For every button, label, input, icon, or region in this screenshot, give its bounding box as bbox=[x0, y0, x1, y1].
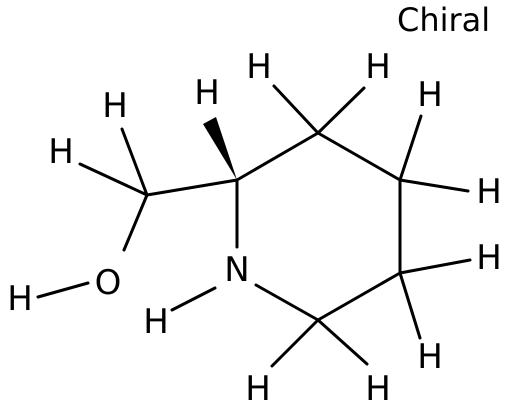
wedge-bond-c2-h bbox=[203, 117, 237, 180]
atom-h-c5-a: H bbox=[476, 238, 502, 278]
bond-c3-h-b bbox=[316, 86, 366, 135]
atom-h-c6-b: H bbox=[245, 369, 271, 409]
bond-c5-h-a bbox=[398, 258, 472, 275]
bond-c5-c6 bbox=[316, 271, 402, 322]
bond-o-h bbox=[36, 281, 90, 299]
bonds bbox=[36, 84, 472, 368]
bond-n-h bbox=[170, 286, 217, 312]
atom-h-ch2-b: H bbox=[48, 132, 74, 172]
atom-h-hydroxyl: H bbox=[7, 279, 33, 319]
bond-c3-h-a bbox=[272, 84, 320, 135]
bond-c5-h-b bbox=[398, 271, 422, 340]
bond-c3-c4 bbox=[316, 131, 402, 182]
bond-ch2-h-a bbox=[120, 127, 149, 197]
bond-ch2-h-b bbox=[78, 162, 149, 197]
atom-h-stereo: H bbox=[194, 73, 220, 113]
atom-h-amine: H bbox=[143, 302, 169, 342]
bond-c4-h-a bbox=[398, 114, 423, 182]
atom-h-c5-b: H bbox=[417, 337, 443, 377]
atom-oxygen: O bbox=[95, 263, 122, 303]
bond-c2-c3 bbox=[235, 131, 320, 182]
atom-h-c3-a: H bbox=[246, 47, 272, 87]
atom-h-c3-b: H bbox=[365, 47, 391, 87]
atom-h-c6-a: H bbox=[365, 369, 391, 409]
bond-c2-ch2 bbox=[145, 178, 239, 197]
bond-c4-h-b bbox=[398, 178, 470, 193]
atom-h-c4-a: H bbox=[417, 75, 443, 115]
atom-labels: O N H H H H H H H H H H H H H bbox=[7, 47, 502, 409]
bond-ch2-o bbox=[122, 193, 149, 252]
bond-c6-h-b bbox=[270, 318, 320, 368]
atom-h-ch2-a: H bbox=[102, 86, 128, 126]
bond-c6-n bbox=[254, 283, 320, 322]
chiral-flag: Chiral bbox=[397, 1, 490, 39]
atom-h-c4-b: H bbox=[476, 172, 502, 212]
bond-c6-h-a bbox=[316, 318, 369, 366]
atom-nitrogen: N bbox=[224, 250, 249, 290]
